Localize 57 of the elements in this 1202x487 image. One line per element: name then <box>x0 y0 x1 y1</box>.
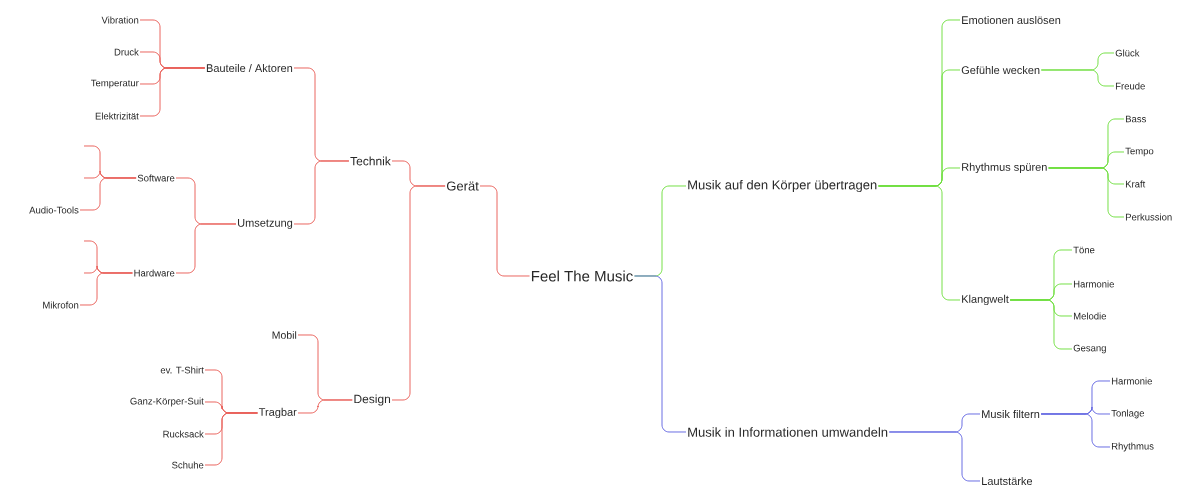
topic-label: Melodie <box>1074 312 1107 320</box>
topic-label: Rhythmus spüren <box>962 162 1047 174</box>
topic-label: Kraft <box>1126 180 1146 188</box>
topic-label: Gefühle wecken <box>961 65 1040 75</box>
connector <box>1040 69 1115 87</box>
topic-label: Gerät <box>446 181 479 191</box>
topic-label: Design <box>354 394 391 406</box>
topic-label: Druck <box>114 48 139 56</box>
topic-label: Musik filtern <box>982 409 1040 419</box>
topic-label: Ganz-Körper-Suit <box>130 397 204 407</box>
connector <box>139 67 206 117</box>
topic-label: Gesang <box>1073 344 1106 354</box>
connector <box>1048 167 1125 218</box>
topic-label: ev. T-Shirt <box>160 366 204 374</box>
topic-label: Töne <box>1073 246 1095 254</box>
connector <box>888 431 981 482</box>
topic-label: Hardware <box>134 269 175 277</box>
topic-label: Mikrofon <box>43 301 79 309</box>
topic-label: Lautstärke <box>982 476 1033 486</box>
topic-label: Freude <box>1116 82 1145 90</box>
topic-label: Musik in Informationen umwandeln <box>688 427 888 437</box>
topic-label: Harmonie <box>1112 377 1152 385</box>
topic-label: Musik auf den Körper übertragen <box>688 179 877 193</box>
connector <box>79 272 133 306</box>
topic-label: Tonlage <box>1111 409 1145 419</box>
topic-label: Software <box>137 174 175 182</box>
connector <box>878 185 961 301</box>
topic-label: Audio-Tools <box>29 206 79 214</box>
topic-label: Tragbar <box>258 407 297 419</box>
topic-label: Temperatur <box>91 79 139 89</box>
topic-label: Tempo <box>1125 147 1154 157</box>
connector <box>79 177 137 211</box>
topic-label: Umsetzung <box>238 219 293 229</box>
topic-label: Bass <box>1126 115 1146 123</box>
topic-label: Klangwelt <box>962 294 1009 306</box>
topic-label: Mobil <box>272 331 297 339</box>
central-topic: Feel The Music <box>531 270 633 282</box>
topic-label: Schuhe <box>172 461 204 469</box>
topic-label: Emotionen auslösen <box>962 15 1061 25</box>
connector <box>1040 413 1111 448</box>
topic-label: Rhythmus <box>1112 442 1154 452</box>
topic-label: Rucksack <box>163 430 204 438</box>
connector <box>1009 299 1073 350</box>
topic-label: Glück <box>1115 49 1140 57</box>
topic-label: Perkussion <box>1126 213 1172 221</box>
connector <box>204 412 258 466</box>
topic-label: Elektrizität <box>95 112 139 120</box>
connector <box>175 223 237 274</box>
topic-label: Harmonie <box>1074 280 1114 288</box>
topic-label: Bauteile / Aktoren <box>206 63 293 73</box>
connector <box>479 185 530 277</box>
connector <box>391 185 446 401</box>
connector <box>297 399 353 414</box>
connector <box>293 160 350 225</box>
connector <box>634 275 687 433</box>
topic-label: Vibration <box>101 16 139 24</box>
topic-label: Technik <box>350 156 391 166</box>
